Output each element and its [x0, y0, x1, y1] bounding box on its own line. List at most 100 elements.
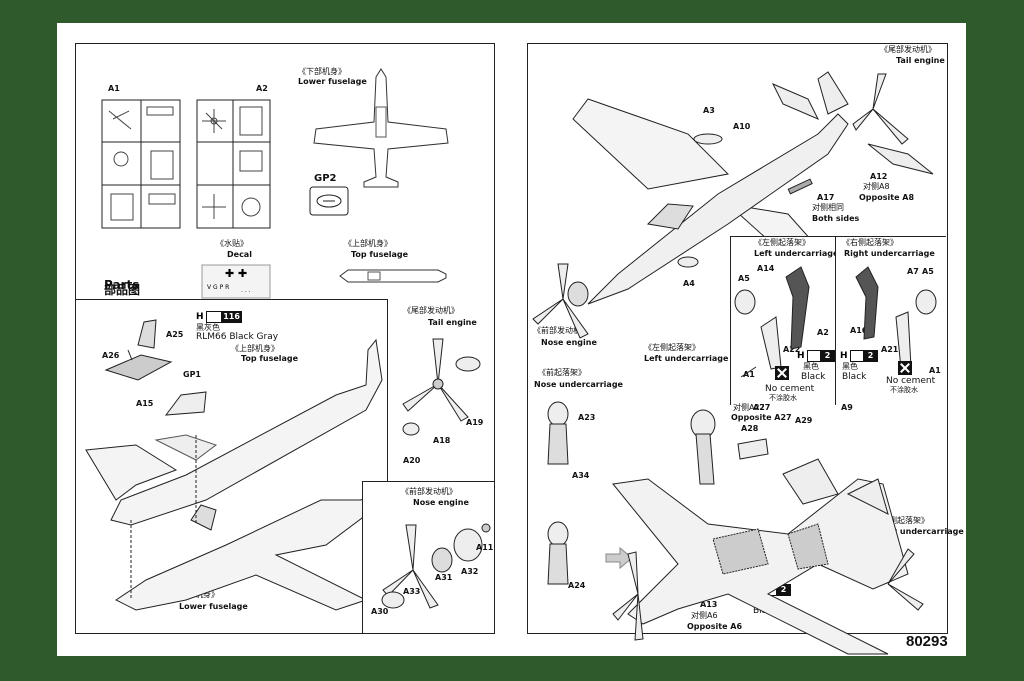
right-uc-nocement-cn: 不涂胶水 [890, 386, 918, 394]
part-a32: A32 [461, 567, 479, 576]
no-cement-icon-left [775, 366, 789, 380]
part-a24: A24 [568, 581, 586, 590]
part-a15: A15 [136, 399, 154, 408]
part-a20: A20 [403, 456, 421, 465]
right-uc-paint-cn: 黑色 [842, 362, 858, 371]
nose-uc-en: Nose undercarriage [534, 380, 623, 389]
parts-title-en: Parts [104, 278, 140, 292]
part-a18: A18 [433, 436, 451, 445]
right-uc-nocement-en: No cement [886, 376, 936, 386]
lower-fuselage-drawing [313, 68, 449, 188]
top-fuselage-en-2: Top fuselage [241, 354, 299, 363]
paint-name-cn: 黑灰色 [196, 323, 220, 332]
top-fuselage-cn-2: 《上部机身》 [231, 344, 279, 353]
left-uc-nocement-en: No cement [765, 384, 815, 394]
part-a16: A16 [850, 326, 868, 335]
part-a33: A33 [403, 587, 421, 596]
tail-engine-cn: 《尾部发动机》 [403, 306, 459, 315]
part-a12-en: Opposite A8 [859, 193, 915, 202]
part-a26: A26 [102, 351, 120, 360]
decal-en: Decal [227, 250, 252, 259]
part-a4: A4 [683, 279, 695, 288]
svg-text:V G P R: V G P R [207, 284, 229, 291]
part-a17-en: Both sides [812, 214, 860, 223]
part-a13-cn: 对侧A6 [691, 611, 718, 620]
part-a27-cn: 对侧A27 [733, 403, 765, 412]
part-a22: A22 [783, 345, 801, 354]
instruction-sheet: A1 A2 《下部机身》 Lower fuselage [57, 23, 966, 656]
decal-sheet-drawing: ✚ ✚ V G P R · · · [201, 264, 271, 299]
sprue-a2-drawing [196, 99, 271, 229]
left-uc-paint-code: 2 [820, 350, 835, 362]
final-assembly-panel: 《尾部发动机》 Tail engine A3 A10 A4 A17 对侧相同 B… [527, 43, 964, 655]
kit-number: 80293 [906, 633, 948, 650]
part-a17-cn: 对侧相同 [812, 203, 844, 212]
part-a3: A3 [703, 106, 715, 115]
part-a1-left: A1 [743, 370, 755, 379]
top-fuselage-drawing [339, 269, 447, 283]
sprue-a1-label: A1 [108, 84, 120, 93]
right-uc-paint-code: 2 [863, 350, 878, 362]
left-uc-cn: 《左侧起落架》 [754, 238, 810, 247]
nose-engine-cn-2: 《前部发动机》 [533, 326, 589, 335]
right-uc-en-2: Right undercarriage [873, 527, 964, 536]
part-a27-label: A27 [753, 403, 771, 412]
part-a13: A13 [700, 600, 718, 609]
svg-text:✚ ✚: ✚ ✚ [225, 267, 247, 280]
decal-cn: 《水贴》 [216, 239, 248, 248]
parts-panel: A1 A2 《下部机身》 Lower fuselage [75, 43, 495, 300]
part-a13-en: Opposite A6 [687, 622, 743, 631]
top-fuselage-en: Top fuselage [351, 250, 409, 259]
right-undercarriage-box: 《右侧起落架》 Right undercarriage A7 A5 A16 A2… [835, 236, 946, 405]
part-a12: A12 [870, 172, 888, 181]
part-a5-right: A5 [922, 267, 934, 276]
part-a28: A28 [741, 424, 759, 433]
nose-engine-panel: 《前部发动机》 Nose engine A11 A31 A32 A33 A30 [362, 481, 494, 633]
part-a23: A23 [578, 413, 596, 422]
left-uc-en: Left undercarriage [754, 249, 839, 258]
part-a34: A34 [572, 471, 590, 480]
part-a9: A9 [841, 403, 853, 412]
right-uc-cn-2: 《右侧起落架》 [873, 516, 929, 525]
nose-uc-cn: 《前起落架》 [538, 368, 586, 377]
parts-title-cn: 部品图 [104, 283, 141, 297]
part-a5-left: A5 [738, 274, 750, 283]
part-a25: A25 [166, 330, 184, 339]
lower-fuselage-en: Lower fuselage [298, 77, 367, 86]
part-a11: A11 [476, 543, 494, 552]
lower-fuselage-cn: 《下部机身》 [298, 67, 346, 76]
no-cement-icon-right [898, 361, 912, 375]
paint-code: 116 [221, 311, 242, 323]
part-a12-cn: 对侧A8 [863, 182, 890, 191]
nose-engine-cn: 《前部发动机》 [401, 487, 457, 496]
part-a17: A17 [817, 193, 835, 202]
gp2-drawing [309, 186, 349, 216]
final-aircraft-bottom-drawing [547, 401, 924, 655]
right-uc-drawing [855, 266, 937, 370]
right-uc-paint-en: Black [842, 372, 867, 382]
right-uc-en: Right undercarriage [844, 249, 935, 258]
part-a14: A14 [757, 264, 775, 273]
left-undercarriage-box: 《左侧起落架》 Left undercarriage A5 A14 A2 A22… [730, 236, 839, 405]
svg-text:· · ·: · · · [241, 289, 251, 296]
part-a2: A2 [817, 328, 829, 337]
part-a27-en: Opposite A27 [731, 413, 792, 422]
tail-engine-en: Tail engine [428, 318, 477, 327]
sprue-a1-drawing [101, 99, 181, 229]
gp2-label: GP2 [314, 173, 337, 184]
left-uc-cn-2: 《左侧起落架》 [644, 343, 700, 352]
part-a19: A19 [466, 418, 484, 427]
part-a29: A29 [795, 416, 813, 425]
part-a31: A31 [435, 573, 453, 582]
left-uc-paint-cn: 黑色 [803, 362, 819, 371]
left-uc-drawing [734, 266, 810, 378]
tail-engine-cn-2: 《尾部发动机》 [880, 45, 936, 54]
tail-engine-en-2: Tail engine [896, 56, 945, 65]
cockpit-assembly-drawing [85, 319, 383, 611]
nose-engine-drawing [381, 523, 491, 609]
sprue-a2-label: A2 [256, 84, 268, 93]
part-a7: A7 [907, 267, 919, 276]
right-uc-cn: 《右侧起落架》 [842, 238, 898, 247]
